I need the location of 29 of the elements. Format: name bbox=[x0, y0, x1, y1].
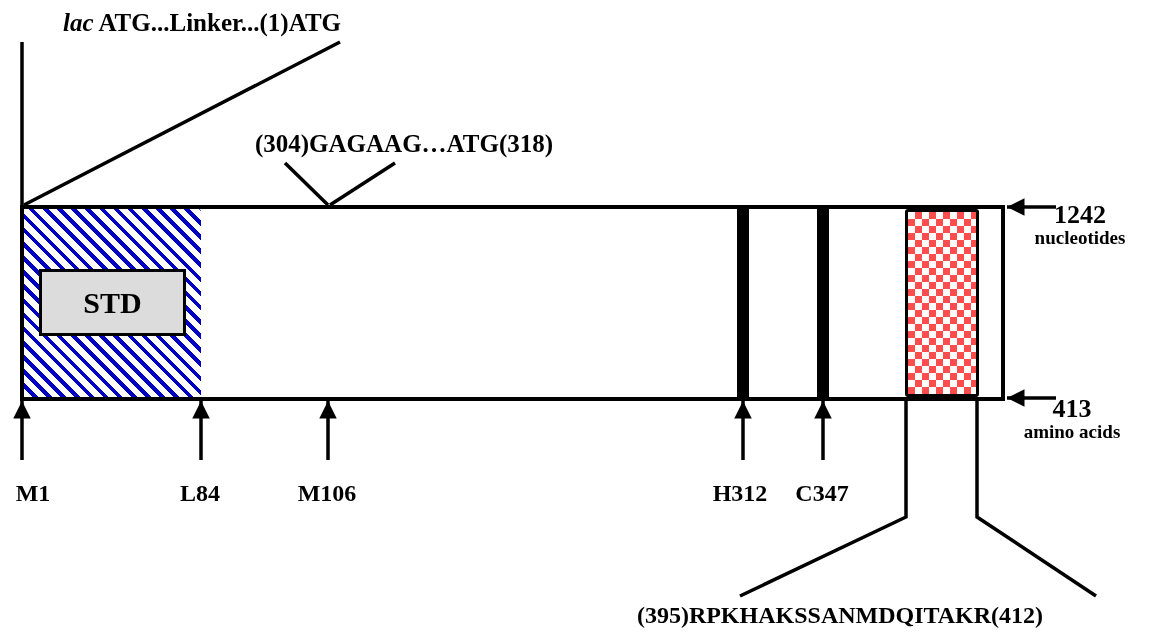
length-number: 1242 bbox=[1054, 201, 1106, 228]
hatched-region bbox=[24, 209, 201, 397]
arrow bbox=[734, 401, 752, 460]
sequence-label: lac ATG...Linker...(1)ATG bbox=[12, 6, 392, 40]
length-unit: amino acids bbox=[1023, 421, 1121, 441]
checkered-region bbox=[905, 209, 979, 397]
sequence-label: (395)RPKHAKSSANMDQITAKR(412) bbox=[565, 598, 1115, 632]
length-unit: nucleotides bbox=[1034, 227, 1126, 247]
arrow bbox=[319, 401, 337, 460]
leader-line bbox=[20, 42, 24, 205]
arrow bbox=[814, 401, 832, 460]
residue-label: M1 bbox=[8, 480, 58, 506]
residue-label: H312 bbox=[700, 480, 780, 506]
leader-line bbox=[329, 161, 396, 207]
leader-line bbox=[23, 40, 341, 207]
sequence-label: (304)GAGAAG…ATG(318) bbox=[208, 128, 600, 160]
domain-box: STD bbox=[39, 269, 186, 336]
gene-bar bbox=[20, 205, 1005, 401]
residue-label: M106 bbox=[285, 480, 369, 506]
arrow bbox=[1007, 389, 1056, 407]
length-number: 413 bbox=[1052, 395, 1092, 422]
leader-line bbox=[975, 401, 1097, 598]
residue-label: C347 bbox=[782, 480, 862, 506]
arrow bbox=[13, 401, 31, 460]
residue-label: L84 bbox=[170, 480, 230, 506]
arrow bbox=[192, 401, 210, 460]
leader-line bbox=[739, 401, 908, 598]
arrow bbox=[1007, 198, 1056, 216]
leader-line bbox=[283, 161, 330, 207]
